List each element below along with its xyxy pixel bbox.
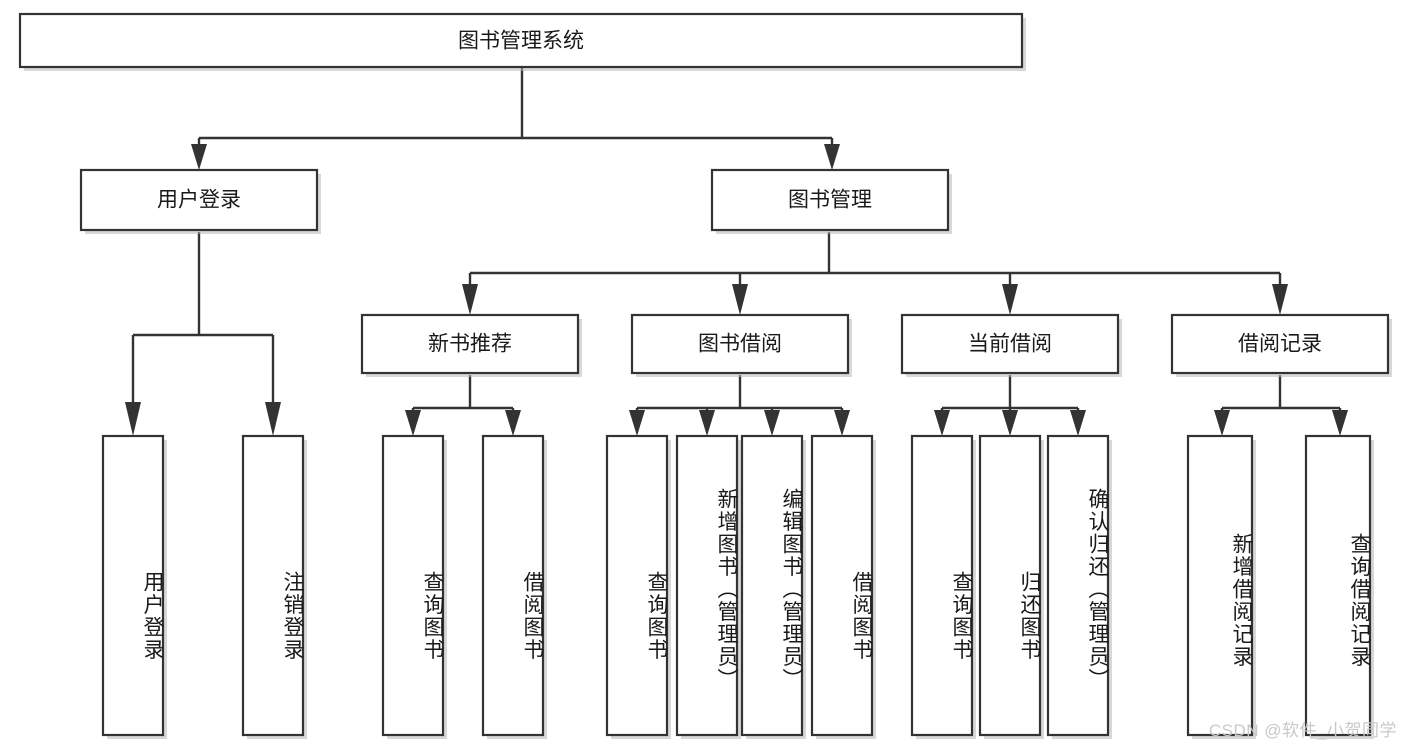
- leaf-return-book-box[interactable]: [978, 434, 1042, 737]
- node-book-manage[interactable]: 图书管理: [710, 168, 952, 234]
- leaf-borrow-book-rec-box[interactable]: [481, 434, 545, 737]
- borrow-record-box[interactable]: [1170, 313, 1390, 375]
- new-book-rec-label: 新书推荐: [428, 333, 512, 356]
- arrow-leaf-query-book-bb: [629, 410, 645, 436]
- edges-group: [125, 67, 1348, 436]
- leaf-logout-box[interactable]: [241, 434, 305, 737]
- node-current-borrow[interactable]: 当前借阅: [900, 313, 1122, 377]
- leaf-edit-book-box[interactable]: [740, 434, 804, 737]
- arrow-leaf-add-book: [699, 410, 715, 436]
- user-login-label: 用户登录: [157, 189, 241, 212]
- arrow-leaf-edit-book: [764, 410, 780, 436]
- leaf-query-book-bb-box[interactable]: [605, 434, 669, 737]
- leaf-confirm-return-box[interactable]: [1046, 434, 1110, 737]
- arrow-to-new-book-rec: [462, 284, 478, 315]
- new-book-rec-box[interactable]: [360, 313, 580, 375]
- leaf-query-book-cb-box[interactable]: [910, 434, 974, 737]
- arrow-leaf-query-record: [1332, 410, 1348, 436]
- leaf-add-book-box[interactable]: [675, 434, 739, 737]
- arrow-leaf-borrow-book-rec: [505, 410, 521, 436]
- leaf-boxes-group: [101, 434, 1374, 739]
- arrow-leaf-confirm-return: [1070, 410, 1086, 436]
- leaf-query-record-box[interactable]: [1304, 434, 1372, 737]
- arrow-leaf-add-record: [1214, 410, 1230, 436]
- arrow-leaf-query-book-cb: [934, 410, 950, 436]
- arrow-leaf-borrow-book-bb: [834, 410, 850, 436]
- book-manage-label: 图书管理: [788, 189, 872, 212]
- leaf-add-record-box[interactable]: [1186, 434, 1254, 737]
- leaf-user-login-box[interactable]: [101, 434, 165, 737]
- root-label: 图书管理系统: [458, 30, 584, 53]
- csdn-watermark: CSDN @软件_小贺同学: [1208, 721, 1397, 740]
- user-login-box[interactable]: [79, 168, 319, 232]
- arrow-leaf-return-book: [1002, 410, 1018, 436]
- root-box[interactable]: [18, 12, 1024, 69]
- leaf-borrow-book-bb-box[interactable]: [810, 434, 874, 737]
- arrow-to-borrow-record: [1272, 284, 1288, 315]
- book-borrow-label: 图书借阅: [698, 333, 782, 356]
- arrow-to-user-login: [191, 144, 207, 170]
- borrow-record-label: 借阅记录: [1238, 333, 1322, 356]
- arrow-leaf-logout: [265, 402, 281, 436]
- book-borrow-box[interactable]: [630, 313, 850, 375]
- node-user-login[interactable]: 用户登录: [79, 168, 321, 234]
- current-borrow-label: 当前借阅: [968, 333, 1052, 356]
- node-new-book-rec[interactable]: 新书推荐: [360, 313, 582, 377]
- book-manage-box[interactable]: [710, 168, 950, 232]
- node-book-borrow[interactable]: 图书借阅: [630, 313, 852, 377]
- current-borrow-box[interactable]: [900, 313, 1120, 375]
- arrow-to-current-borrow: [1002, 284, 1018, 315]
- arrow-leaf-query-book-rec: [405, 410, 421, 436]
- arrow-leaf-user-login: [125, 402, 141, 436]
- node-borrow-record[interactable]: 借阅记录: [1170, 313, 1392, 377]
- leaf-query-book-rec-box[interactable]: [381, 434, 445, 737]
- arrow-to-book-borrow: [732, 284, 748, 315]
- node-root[interactable]: 图书管理系统: [18, 12, 1026, 71]
- arrow-to-book-manage: [824, 144, 840, 170]
